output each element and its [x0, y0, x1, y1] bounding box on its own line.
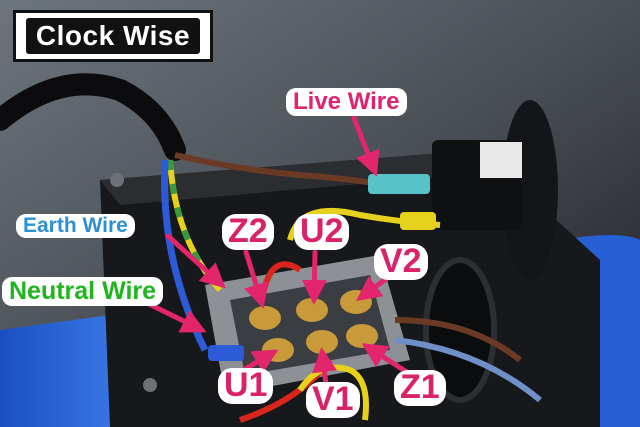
box-screw-1 [110, 173, 124, 187]
arrow-live [351, 115, 380, 177]
terminal-label-v1: V1 [306, 381, 360, 418]
arrow-neutral [142, 299, 207, 333]
yellow-wire-bottom [297, 364, 369, 421]
neutral-wire-label: Neutral Wire [2, 277, 164, 306]
yellow-connector [400, 212, 436, 230]
black-cable [0, 73, 186, 161]
earth-wire-label: Earth Wire [16, 214, 135, 239]
terminal-label-u1: U1 [218, 367, 274, 404]
pointer-arrows [142, 115, 413, 387]
arrow-u2 [301, 249, 327, 305]
title-box: Clock Wise [13, 10, 213, 62]
switch-label [480, 142, 522, 178]
blue-connector [208, 345, 244, 361]
arrow-v1 [312, 347, 337, 387]
brown-wire [174, 152, 376, 186]
brown-wire-right [394, 317, 522, 363]
arrow-z1 [361, 343, 413, 377]
terminal-label-v2: V2 [374, 243, 428, 280]
live-wire-label: Live Wire [286, 88, 407, 116]
box-screw-2 [143, 378, 157, 392]
blue-wire-right [394, 337, 542, 403]
terminal-label-z2: Z2 [222, 213, 274, 250]
arrow-earth [165, 233, 226, 289]
arrow-z2 [243, 249, 269, 309]
terminal-label-z1: Z1 [394, 369, 446, 406]
terminal-label-u2: U2 [294, 213, 350, 250]
title-text: Clock Wise [25, 18, 201, 54]
cyan-connector-live [368, 174, 430, 194]
motor-body-left [0, 315, 120, 427]
